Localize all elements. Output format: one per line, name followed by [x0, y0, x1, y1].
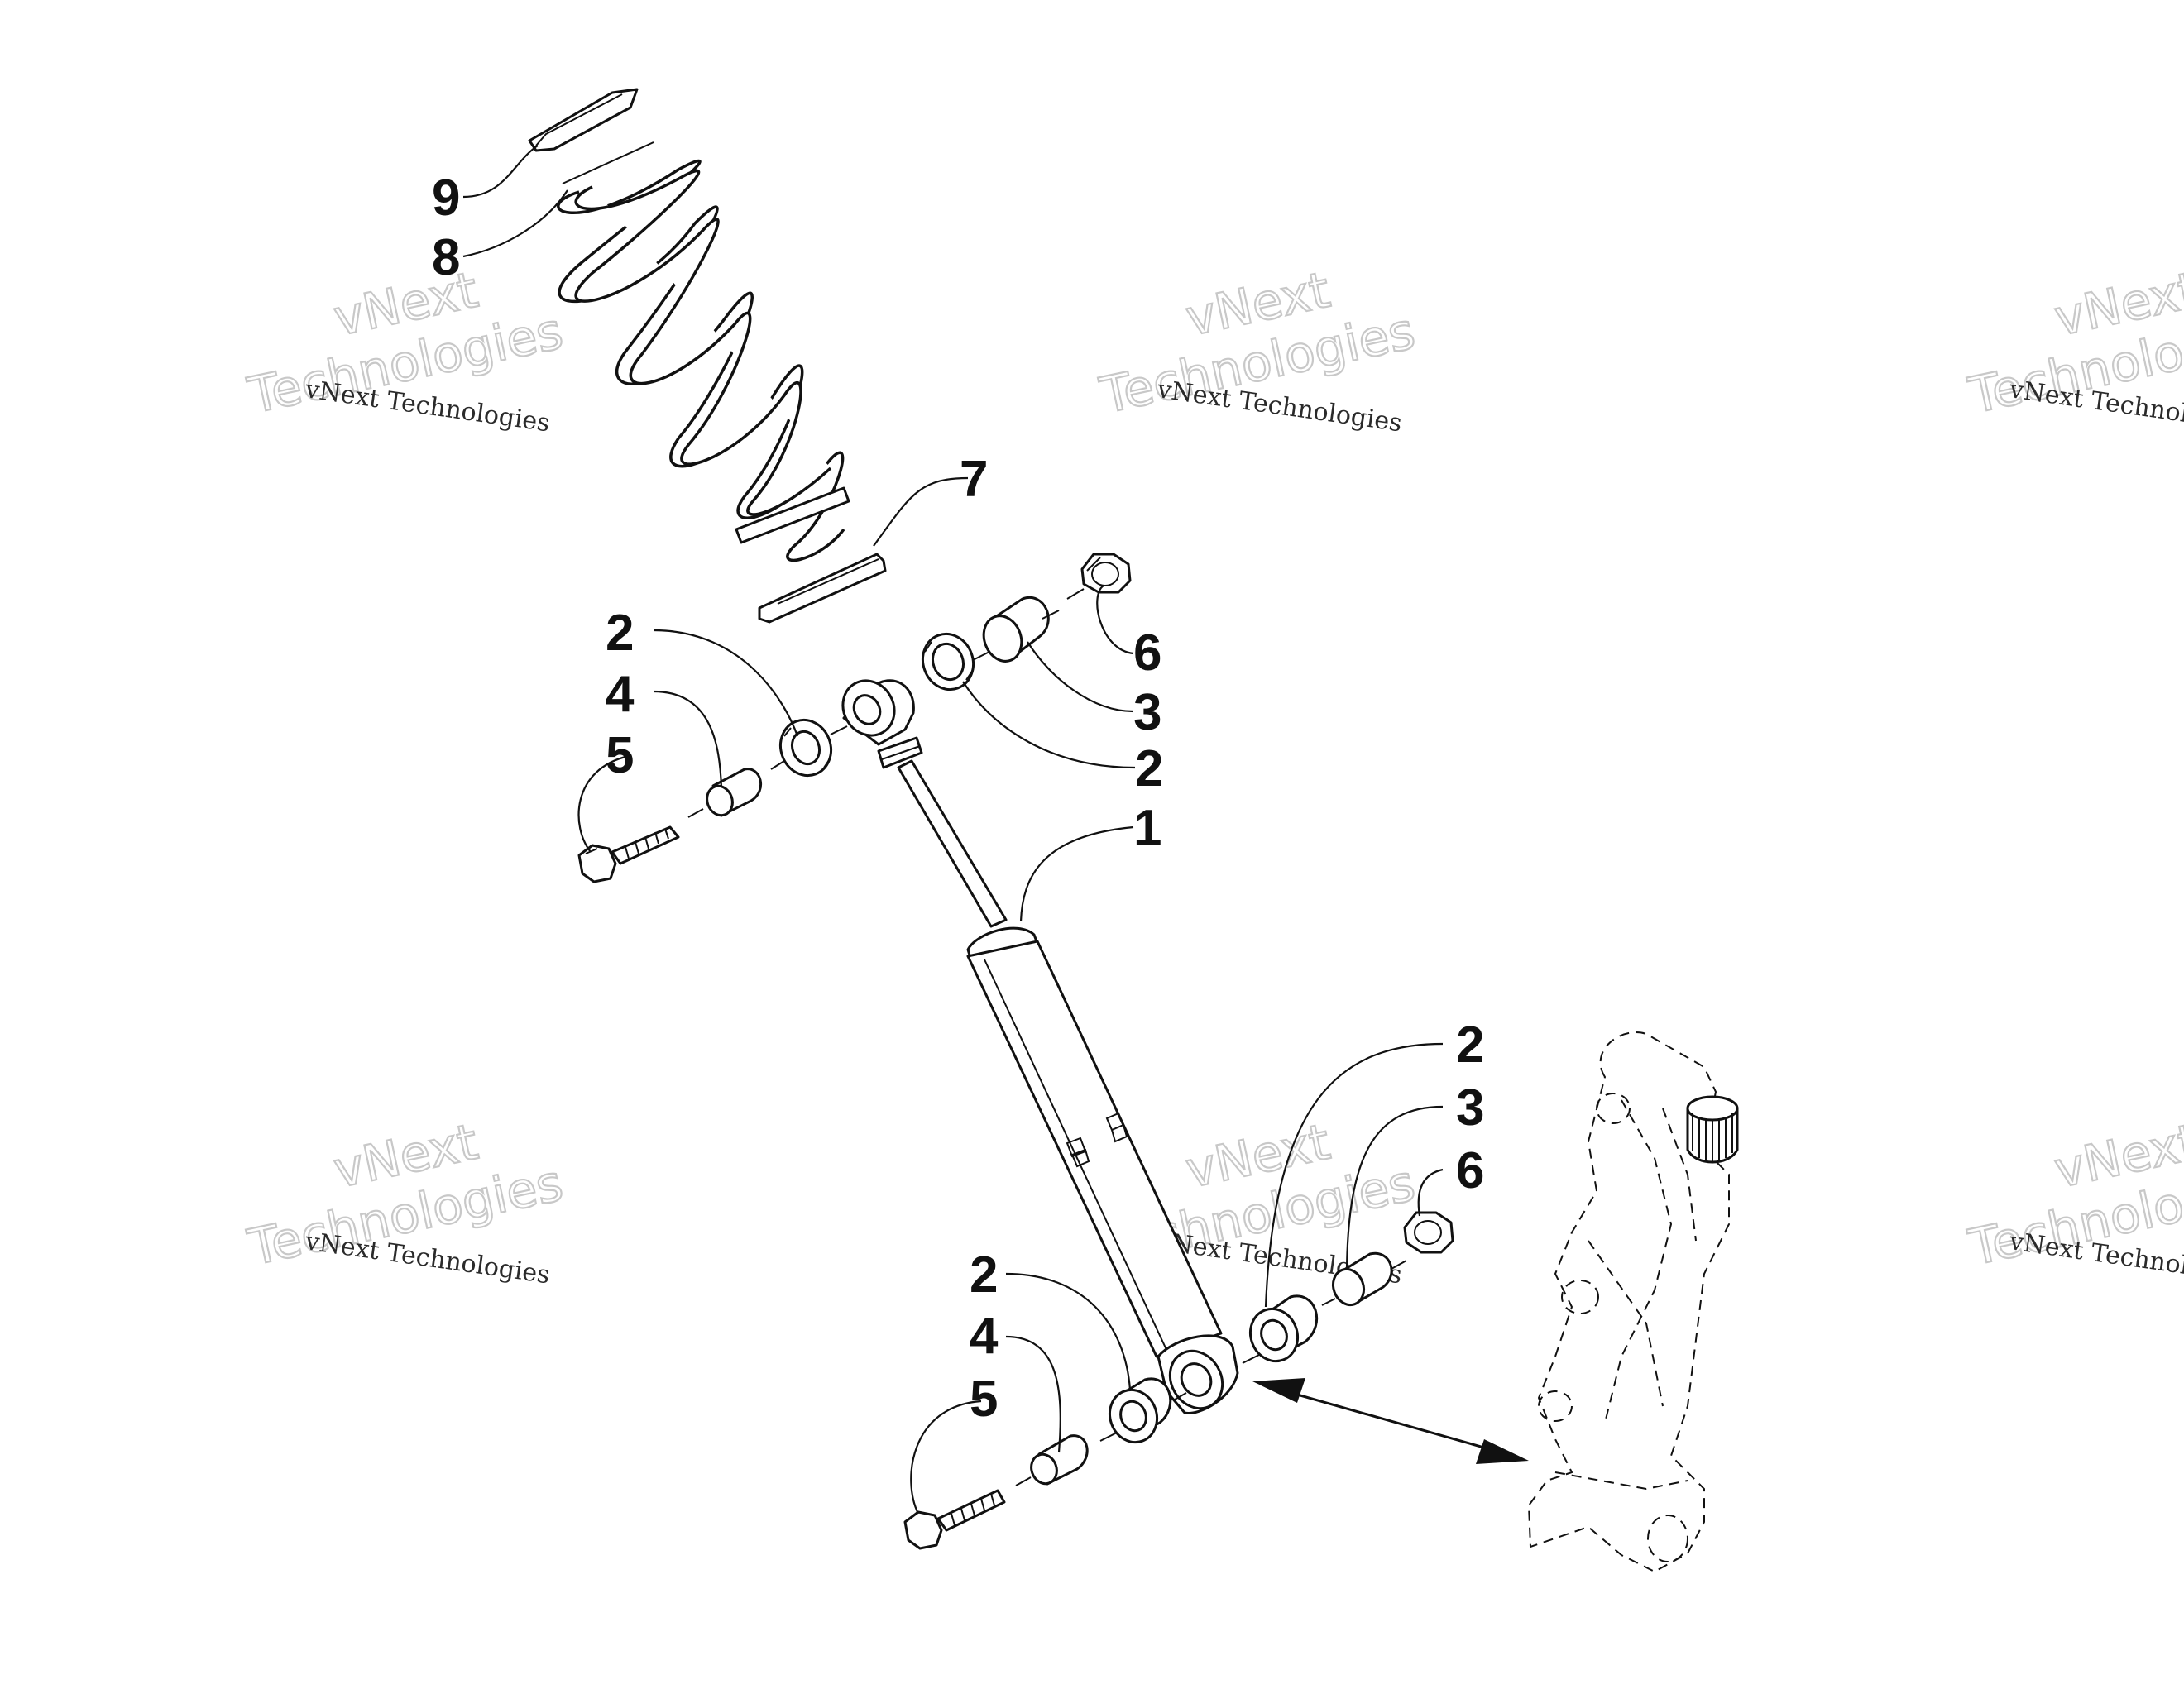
upper-bolt	[577, 825, 680, 883]
upper-bushing-left	[779, 718, 832, 778]
callout-5-lower: 5	[970, 1371, 998, 1428]
steering-knuckle	[1527, 1031, 1739, 1573]
callout-6-lower: 6	[1456, 1142, 1484, 1199]
leader-lines	[462, 145, 1444, 1515]
upper-bushing-right	[922, 632, 975, 691]
callout-1: 1	[1133, 800, 1161, 857]
callout-2-upper-right: 2	[1135, 740, 1163, 797]
upper-sleeve	[982, 596, 1050, 663]
reference-arrow	[1252, 1378, 1529, 1464]
callout-6-upper: 6	[1133, 624, 1161, 682]
lower-bushing-right	[1249, 1294, 1319, 1363]
spring-retainer-cap	[528, 88, 639, 152]
splined-stub	[1686, 1095, 1739, 1164]
shock-absorber	[841, 679, 1239, 1414]
lower-lock-nut	[1403, 1211, 1454, 1254]
callout-7: 7	[960, 451, 988, 508]
lower-spring-seat	[758, 553, 887, 624]
lower-bolt	[903, 1489, 1006, 1550]
callout-2-lower-left: 2	[970, 1247, 998, 1304]
upper-lock-nut	[1080, 553, 1132, 594]
lower-bushing-left	[1109, 1377, 1172, 1444]
callouts: 9 8 7 6 3 2 2 4 5 1 2 3 6 2 4 5	[432, 170, 1484, 1428]
callout-8: 8	[432, 229, 460, 286]
callout-2-lower-right: 2	[1456, 1017, 1484, 1074]
callout-4-upper: 4	[606, 666, 635, 723]
upper-spacer	[706, 768, 762, 817]
callout-9: 9	[432, 170, 460, 227]
lower-mount-hardware	[903, 1211, 1454, 1550]
upper-mount-hardware	[577, 553, 1132, 883]
callout-2-upper-left: 2	[606, 605, 634, 662]
lower-sleeve	[1331, 1251, 1393, 1307]
callout-3-upper: 3	[1133, 684, 1161, 741]
callout-5-upper: 5	[606, 727, 634, 784]
callout-4-lower: 4	[970, 1308, 999, 1365]
lower-spacer	[1030, 1434, 1089, 1486]
coil-spring	[557, 141, 850, 562]
watermarks: vNext Technologies vNext Technologies vN…	[242, 261, 2184, 1290]
callout-3-lower: 3	[1456, 1079, 1484, 1137]
